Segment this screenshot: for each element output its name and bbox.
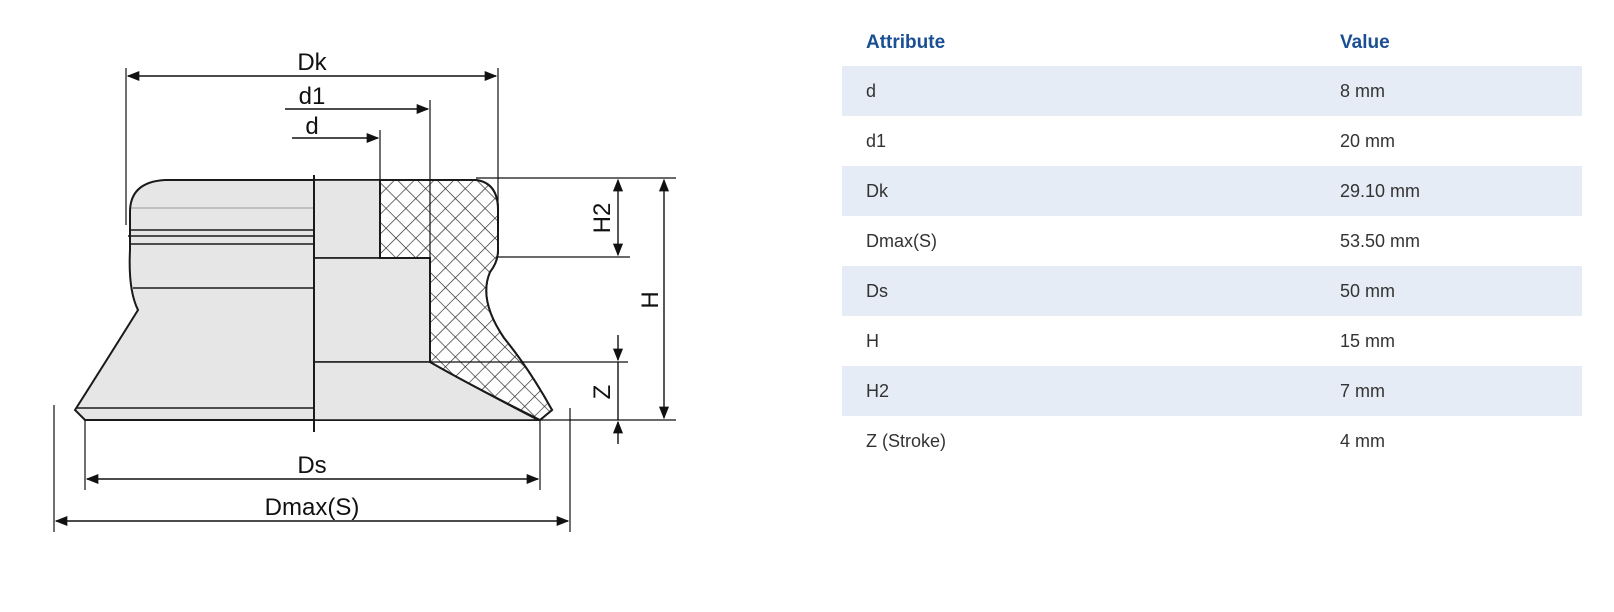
table-row: Ds 50 mm: [842, 266, 1582, 316]
suction-cup-drawing-svg: Dk d1 d H2 H Z Ds Dmax(S): [53, 49, 676, 532]
attribute-cell: H2: [842, 366, 1316, 416]
d1-label: d1: [299, 83, 326, 110]
table-header-row: Attribute Value: [842, 20, 1582, 66]
attribute-cell: Ds: [842, 266, 1316, 316]
table-row: d 8 mm: [842, 66, 1582, 116]
z-label: Z: [589, 385, 616, 400]
d-label: d: [305, 113, 318, 140]
table-row: H2 7 mm: [842, 366, 1582, 416]
value-cell: 20 mm: [1340, 130, 1396, 151]
h2-label: H2: [589, 203, 616, 234]
table-row: Z (Stroke) 4 mm: [842, 416, 1582, 466]
attribute-cell: Z (Stroke): [866, 430, 947, 451]
value-cell: 53.50 mm: [1340, 230, 1421, 251]
ds-label: Ds: [297, 452, 326, 479]
attribute-cell: Dmax(S): [866, 230, 937, 251]
value-cell: 29.10 mm: [1316, 166, 1582, 216]
value-cell: 50 mm: [1316, 266, 1582, 316]
value-cell: 15 mm: [1340, 330, 1396, 351]
value-cell: 8 mm: [1316, 66, 1582, 116]
attribute-cell: H: [866, 330, 879, 351]
table-row: Dmax(S) 53.50 mm: [842, 216, 1582, 266]
attribute-column-header: Attribute: [866, 32, 946, 53]
value-cell: 4 mm: [1340, 430, 1385, 451]
technical-drawing: Dk d1 d H2 H Z Ds Dmax(S): [0, 0, 760, 612]
specification-table: Attribute Value d 8 mm d1 20 mm Dk 29.10…: [842, 20, 1582, 466]
h-label: H: [637, 291, 664, 308]
attribute-cell: d: [842, 66, 1316, 116]
attribute-cell: Dk: [842, 166, 1316, 216]
value-column-header: Value: [1340, 32, 1390, 53]
table-row: H 15 mm: [842, 316, 1582, 366]
dk-label: Dk: [297, 49, 327, 76]
attribute-cell: d1: [866, 130, 887, 151]
bore-section: [313, 179, 381, 259]
value-cell: 7 mm: [1316, 366, 1582, 416]
dmax-label: Dmax(S): [265, 494, 360, 521]
table-row: d1 20 mm: [842, 116, 1582, 166]
cavity-section: [313, 257, 431, 363]
table-row: Dk 29.10 mm: [842, 166, 1582, 216]
